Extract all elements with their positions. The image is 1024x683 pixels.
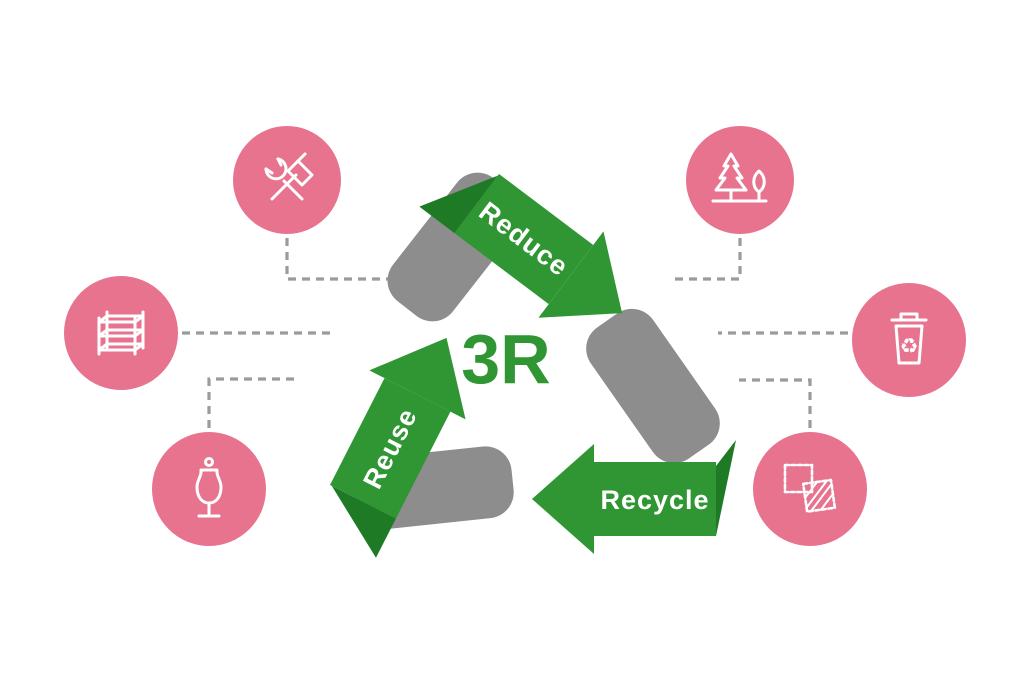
hammer-head xyxy=(286,159,314,187)
fabric-hatch-lines xyxy=(804,479,834,513)
recycle-arrow: Recycle xyxy=(532,440,736,554)
circle-tools xyxy=(233,126,341,234)
fabric-front-group xyxy=(801,478,837,513)
tools-icon xyxy=(264,152,314,201)
reduce-arrow-head xyxy=(538,231,623,318)
fabric-back-swatch xyxy=(783,463,814,494)
wrench-head xyxy=(264,157,288,181)
circle-shelf xyxy=(64,276,178,390)
recycle-symbol-glyph: ♻ xyxy=(900,334,919,358)
shelf-rack-icon xyxy=(97,310,145,356)
reduce-arrow-fold xyxy=(419,175,498,234)
gray-bar xyxy=(586,308,720,464)
circle-fabric xyxy=(753,432,867,546)
fabric-swatches-icon xyxy=(783,463,837,513)
center-title: 3R xyxy=(461,320,550,398)
recycle-label: Recycle xyxy=(600,485,709,515)
wrench-jaw-right xyxy=(276,157,283,167)
recycle-arrow-body xyxy=(532,444,716,554)
wrench-handle xyxy=(282,179,304,201)
reduce-arrow: Reduce xyxy=(419,174,623,318)
bin-body xyxy=(894,324,924,365)
mannequin-knob xyxy=(204,457,214,467)
circle-mannequin xyxy=(152,432,266,546)
reduce-arrow-body xyxy=(454,174,594,305)
reuse-arrow-head xyxy=(369,337,466,420)
gray-segment-right xyxy=(586,308,720,464)
reuse-arrow: Reuse xyxy=(330,337,466,558)
trees-icon xyxy=(711,152,768,203)
mannequin-icon xyxy=(195,457,223,518)
reuse-arrow-body xyxy=(330,378,451,519)
hammer-handle xyxy=(270,173,298,201)
connector-mannequin xyxy=(207,377,294,428)
bin-handle xyxy=(899,312,919,321)
circle-trash xyxy=(852,283,966,397)
connector-tools xyxy=(285,238,394,281)
recycle-arrow-fold xyxy=(716,440,736,536)
wrench-jaw-left xyxy=(264,167,274,175)
reuse-arrow-fold xyxy=(331,485,396,558)
trash-bin-icon: ♻ xyxy=(890,312,928,365)
connector-trees xyxy=(670,238,742,281)
connector-fabric xyxy=(739,378,812,428)
hammer-claw xyxy=(296,152,307,163)
